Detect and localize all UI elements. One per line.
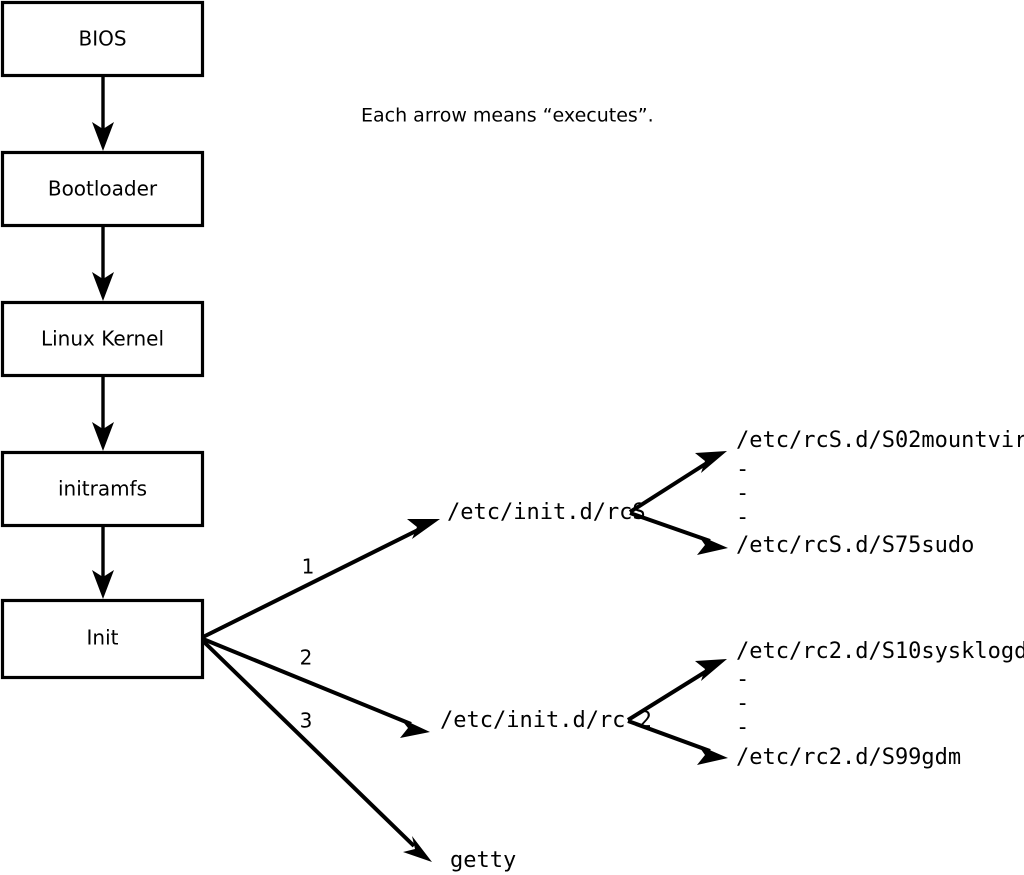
- rcs-ellipsis-dash-1: -: [736, 457, 749, 482]
- rcs-ellipsis-dash-3: -: [736, 505, 749, 530]
- arrow-bootloader-to-kernel: [92, 226, 114, 301]
- rc2-ellipsis-dash-2: -: [736, 691, 749, 716]
- edge-rcs-to-first-script: [628, 451, 727, 514]
- label-rcs-first-script: /etc/rcS.d/S02mountvirtfs: [736, 428, 1024, 453]
- node-init-rect: [0, 598, 205, 680]
- node-init[interactable]: Init: [0, 598, 205, 680]
- label-etc-initd-rcs: /etc/init.d/rcS: [447, 500, 646, 525]
- node-bios-rect: [0, 0, 205, 78]
- edge-init-to-rcs: 1: [202, 519, 440, 639]
- label-rc2-first-script: /etc/rc2.d/S10sysklogd: [736, 639, 1024, 664]
- edge-init-to-getty: 3: [201, 639, 432, 862]
- rc2-ellipsis-dash-3: -: [736, 715, 749, 740]
- arrow-initramfs-to-init: [92, 526, 114, 599]
- node-bootloader[interactable]: Bootloader: [0, 150, 205, 228]
- rcs-ellipsis-dash-2: -: [736, 481, 749, 506]
- arrow-kernel-to-initramfs: [92, 376, 114, 451]
- label-rcs-last-script: /etc/rcS.d/S75sudo: [736, 533, 974, 558]
- node-bootloader-label: Bootloader: [48, 177, 158, 201]
- node-initramfs-label: initramfs: [58, 477, 147, 501]
- arrow-bios-to-bootloader: [92, 76, 114, 151]
- node-bios[interactable]: BIOS: [0, 0, 205, 78]
- node-initramfs-rect: [0, 450, 205, 528]
- node-bios-label: BIOS: [78, 27, 126, 51]
- edge-rcs-to-last-script: [629, 511, 728, 555]
- rc2-ellipsis-dash-1: -: [736, 667, 749, 692]
- edge-init-to-rc2: 2: [202, 637, 430, 738]
- edge-number-2: 2: [300, 646, 313, 670]
- node-linux-kernel[interactable]: Linux Kernel: [0, 300, 205, 378]
- node-linux-kernel-label: Linux Kernel: [41, 327, 164, 351]
- diagram-caption: Each arrow means “executes”.: [361, 105, 654, 127]
- node-initramfs[interactable]: initramfs: [0, 450, 205, 528]
- label-rc2-last-script: /etc/rc2.d/S99gdm: [736, 745, 961, 770]
- label-etc-initd-rc2: /etc/init.d/rc 2: [440, 708, 652, 733]
- node-linux-kernel-rect: [0, 300, 205, 378]
- edge-rc2-to-first-script: [626, 659, 727, 722]
- label-getty: getty: [450, 848, 516, 873]
- edge-number-3: 3: [300, 709, 313, 733]
- node-bootloader-rect: [0, 150, 205, 228]
- node-init-label: Init: [87, 626, 119, 650]
- edge-rc2-to-last-script: [627, 719, 728, 765]
- edge-number-1: 1: [302, 555, 315, 579]
